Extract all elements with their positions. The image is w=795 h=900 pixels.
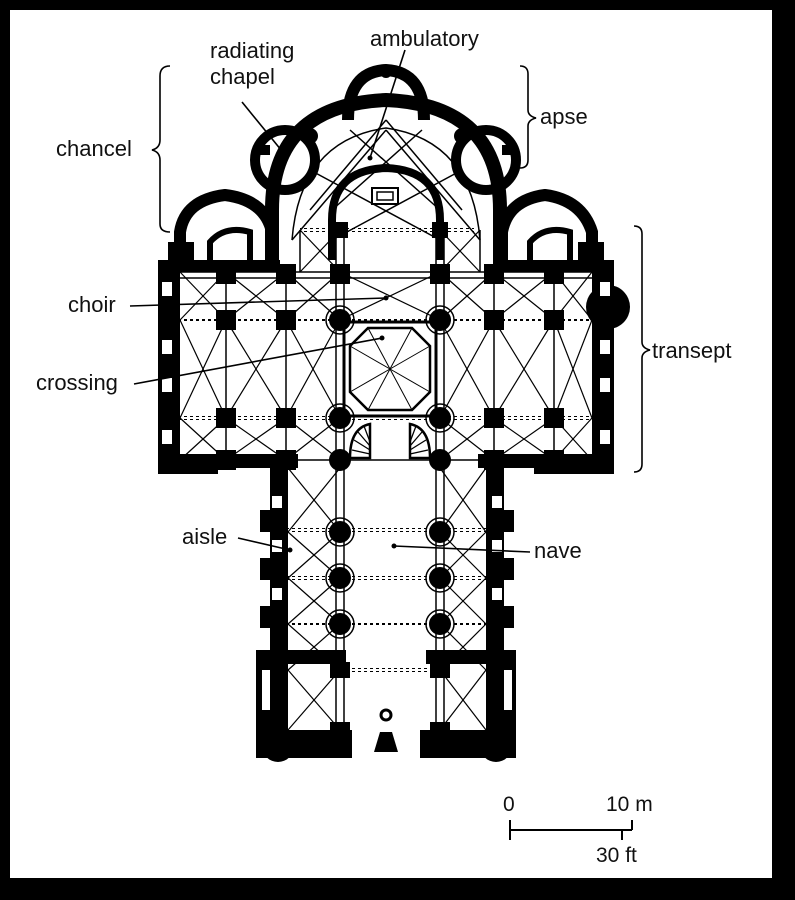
transverse-arches [180, 228, 592, 672]
west-doorway [374, 708, 398, 752]
crossing-lantern [342, 320, 438, 418]
apse-walls [250, 63, 521, 270]
label-transept: transept [652, 338, 732, 363]
diagram-panel: radiating chapel ambulatory apse chancel… [10, 10, 772, 878]
label-radiating-chapel: radiating chapel [210, 38, 294, 90]
scale-metric-label: 10 m [606, 793, 653, 816]
scale-bar [509, 820, 633, 840]
church-floor-plan [129, 49, 651, 840]
label-choir: choir [68, 292, 116, 317]
piers [216, 222, 564, 738]
label-apse: apse [540, 104, 588, 129]
bay-lines [180, 230, 592, 730]
leader-lines [129, 49, 651, 553]
nave-windows [262, 496, 512, 710]
label-aisle: aisle [182, 524, 228, 549]
scale-imperial-label: 30 ft [596, 844, 637, 867]
leader-dots [283, 153, 397, 553]
label-crossing: crossing [36, 370, 118, 395]
vault-ribs [179, 229, 593, 731]
label-radiating-chapel-line2: chapel [210, 64, 275, 89]
label-chancel: chancel [56, 136, 132, 161]
label-nave: nave [534, 538, 582, 563]
transept-windows [162, 282, 610, 444]
spiral-stairs [348, 422, 432, 460]
scale-zero-label: 0 [503, 793, 515, 816]
label-ambulatory: ambulatory [370, 26, 479, 51]
label-radiating-chapel-line1: radiating [210, 38, 295, 63]
